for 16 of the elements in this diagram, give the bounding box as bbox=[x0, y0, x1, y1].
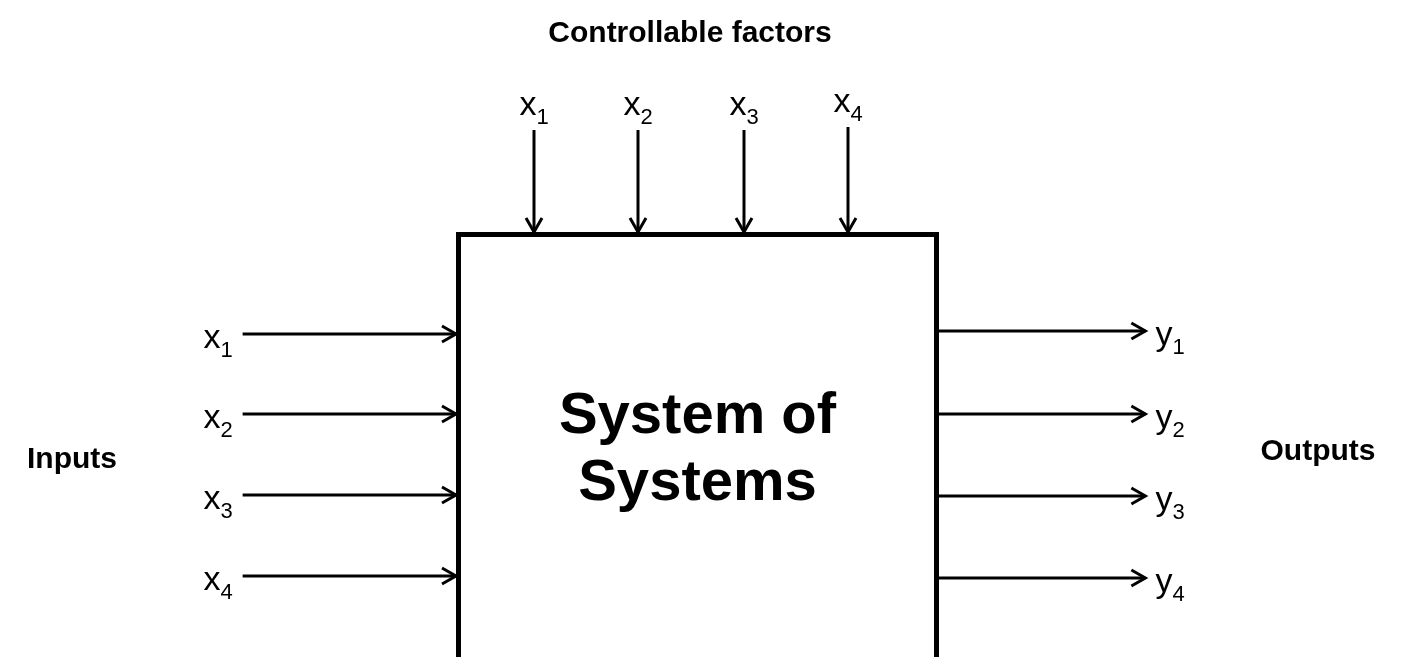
arrow bbox=[242, 404, 458, 424]
system-box: System of Systems bbox=[456, 232, 939, 657]
arrow bbox=[242, 566, 458, 586]
arrow bbox=[524, 130, 544, 234]
arrow bbox=[939, 486, 1147, 506]
section-heading: Outputs bbox=[1260, 433, 1376, 467]
section-heading: Controllable factors bbox=[548, 15, 832, 49]
arrow bbox=[242, 485, 458, 505]
arrow bbox=[242, 324, 458, 344]
arrow bbox=[939, 321, 1147, 341]
arrow bbox=[734, 130, 754, 234]
section-heading: Inputs bbox=[27, 441, 117, 475]
arrow bbox=[939, 568, 1147, 588]
arrow bbox=[628, 130, 648, 234]
arrow bbox=[838, 127, 858, 234]
arrow bbox=[939, 404, 1147, 424]
